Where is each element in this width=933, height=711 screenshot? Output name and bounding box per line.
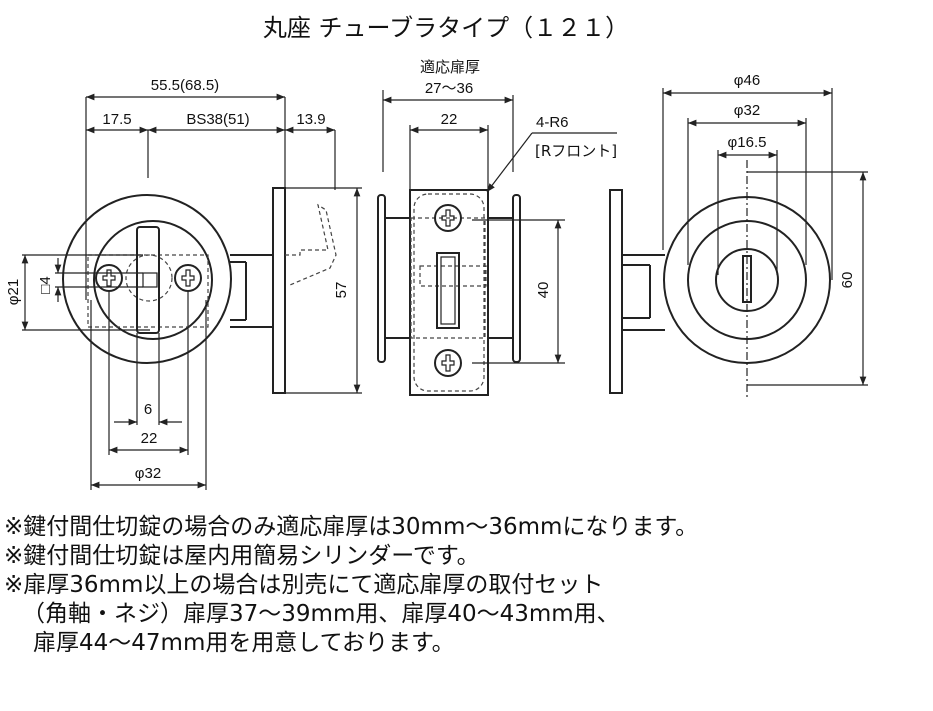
corner-note: 4-R6 — [536, 114, 569, 131]
door-thickness-range: 27～36 — [425, 80, 473, 97]
dim-backset: BS38(51) — [186, 111, 249, 128]
dim-phi21: φ21 — [5, 279, 22, 305]
dim-back-height: 60 — [839, 272, 856, 289]
drawing-title: 丸座 チューブラタイプ（１２１） — [263, 14, 629, 42]
dim-overall: 55.5(68.5) — [151, 77, 219, 94]
screw-icon — [434, 349, 462, 377]
dim-left: 17.5 — [102, 111, 131, 128]
side-view: 適応扉厚 27～36 22 4-R6 [Rフロント] 40 — [377, 58, 617, 396]
screw-icon — [434, 204, 462, 232]
dim-phi32: φ32 — [135, 465, 161, 482]
dim-height: 57 — [333, 282, 350, 299]
back-view: φ46 φ32 φ16.5 60 — [609, 72, 868, 400]
note-line: 扉厚44～47mm用を用意しております。 — [33, 630, 455, 656]
notes: ※鍵付間仕切錠の場合のみ適応扉厚は30mm～36mmになります。 ※鍵付間仕切錠… — [4, 514, 698, 656]
door-thickness-label: 適応扉厚 — [420, 58, 480, 76]
dim-latch: 13.9 — [296, 111, 325, 128]
dim-slot: 6 — [144, 401, 152, 418]
rose-outer — [62, 194, 232, 364]
corner-note-sub: [Rフロント] — [535, 142, 617, 160]
front-view: 55.5(68.5) 17.5 BS38(51) 13.9 57 φ21 □4 … — [5, 77, 362, 490]
dim-phi16: φ16.5 — [728, 134, 767, 151]
dim-screw-pitch: 22 — [141, 430, 158, 447]
rose-inner — [93, 220, 213, 340]
dim-square: □4 — [37, 276, 54, 293]
dim-width: 22 — [441, 111, 458, 128]
dim-side-pitch: 40 — [535, 282, 552, 299]
note-line: ※扉厚36mm以上の場合は別売にて適応扉厚の取付セット — [4, 572, 603, 598]
screw-icon — [174, 264, 202, 292]
note-line: ※鍵付間仕切錠の場合のみ適応扉厚は30mm～36mmになります。 — [4, 514, 698, 540]
note-line: （角軸・ネジ）扉厚37～39mm用、扉厚40～43mm用、 — [22, 601, 620, 627]
note-line: ※鍵付間仕切錠は屋内用簡易シリンダーです。 — [4, 543, 480, 569]
dim-back-phi32: φ32 — [734, 102, 760, 119]
dim-phi46: φ46 — [734, 72, 760, 89]
thumb-turn — [136, 226, 160, 334]
